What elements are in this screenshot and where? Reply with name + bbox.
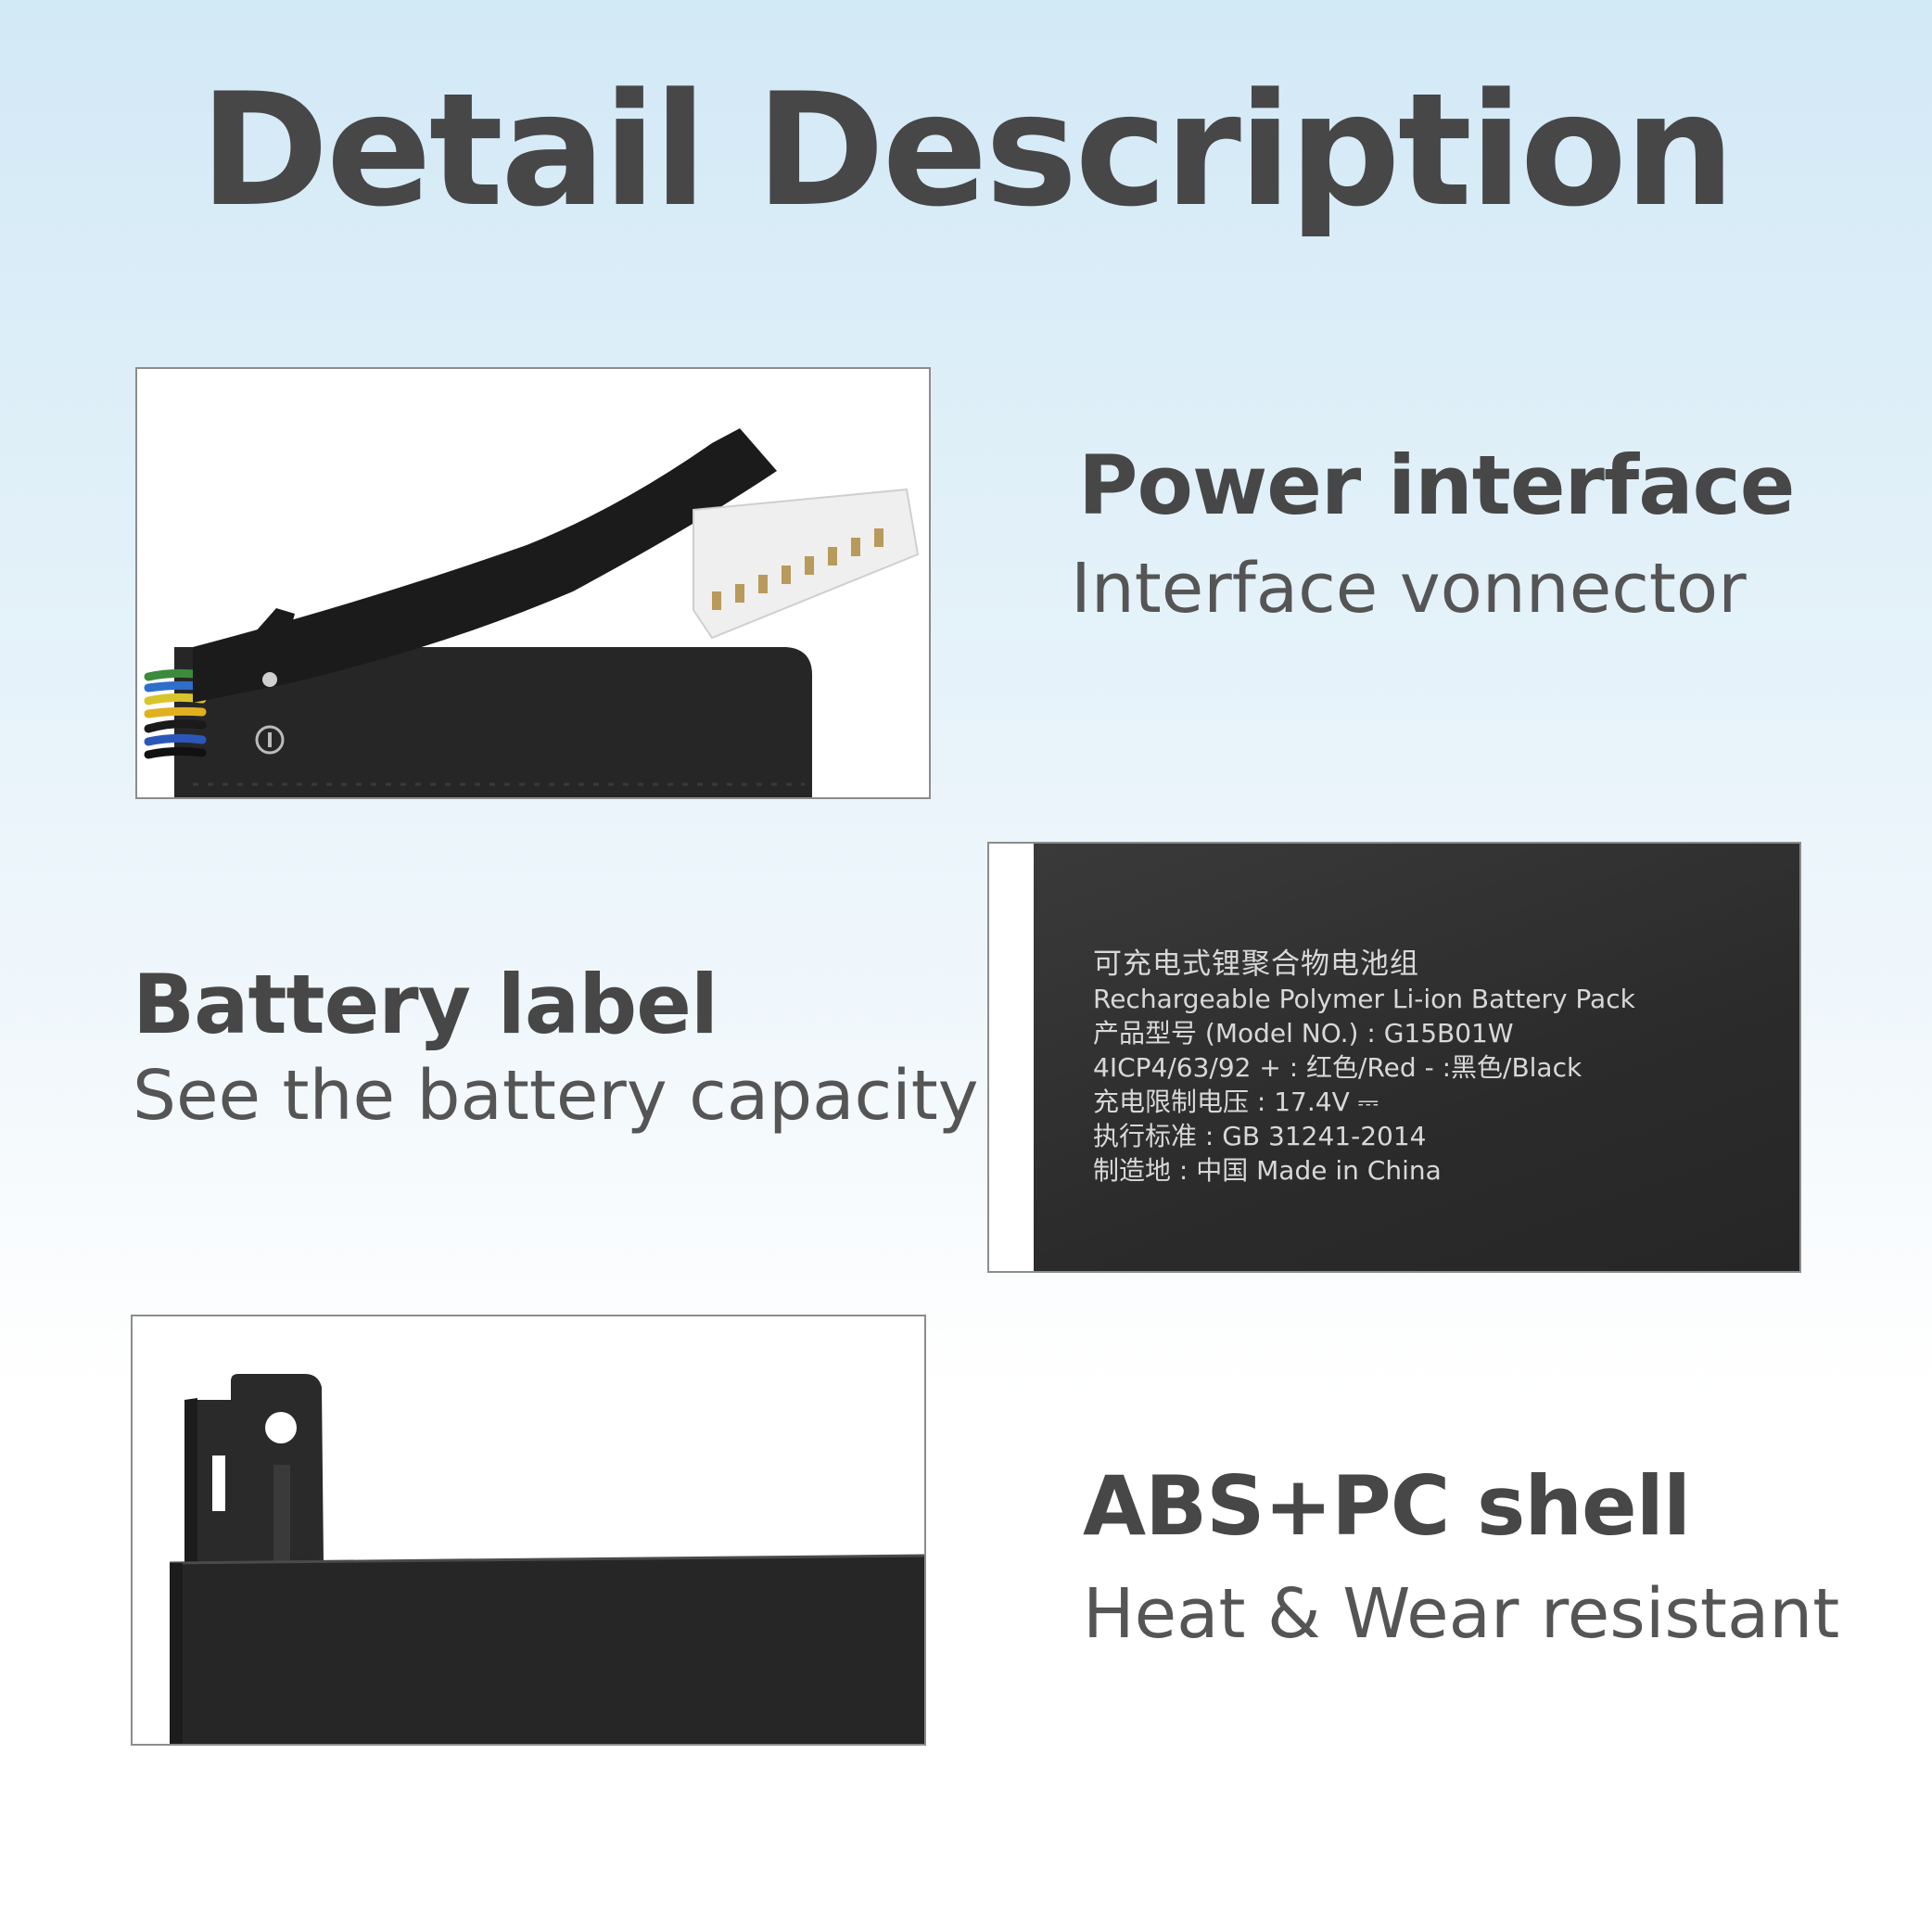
power-interface-subtitle: Interface vonnector <box>1071 549 1747 629</box>
power-interface-title: Power interface <box>1078 438 1795 533</box>
battery-label-title: Battery label <box>133 957 718 1052</box>
label-line-4: 4ICP4/63/92 + : 红色/Red - :黑色/Black <box>1093 1052 1582 1083</box>
label-line-3: 产品型号 (Model NO.) : G15B01W <box>1093 1018 1514 1049</box>
shell-title: ABS+PC shell <box>1083 1458 1691 1554</box>
label-line-6: 执行标准 : GB 31241-2014 <box>1093 1121 1427 1151</box>
label-line-1: 可充电式锂聚合物电池组 <box>1093 947 1419 981</box>
label-line-7: 制造地 : 中国 Made in China <box>1093 1155 1442 1186</box>
shell-subtitle: Heat & Wear resistant <box>1083 1574 1840 1654</box>
page-title: Detail Description <box>199 59 1735 241</box>
battery-label-photo: 可充电式锂聚合物电池组 Rechargeable Polymer Li-ion … <box>987 842 1801 1273</box>
label-line-5: 充电限制电压 : 17.4V ⎓ <box>1093 1087 1379 1117</box>
battery-connector-illustration <box>137 369 929 797</box>
battery-label-subtitle: See the battery capacity <box>133 1056 979 1136</box>
battery-label-text: 可充电式锂聚合物电池组 Rechargeable Polymer Li-ion … <box>1093 947 1635 1188</box>
label-line-2: Rechargeable Polymer Li-ion Battery Pack <box>1093 984 1635 1014</box>
battery-label-card: 可充电式锂聚合物电池组 Rechargeable Polymer Li-ion … <box>1034 844 1799 1271</box>
shell-photo <box>131 1315 926 1746</box>
battery-shell-illustration <box>133 1316 924 1744</box>
power-interface-photo <box>135 367 931 799</box>
